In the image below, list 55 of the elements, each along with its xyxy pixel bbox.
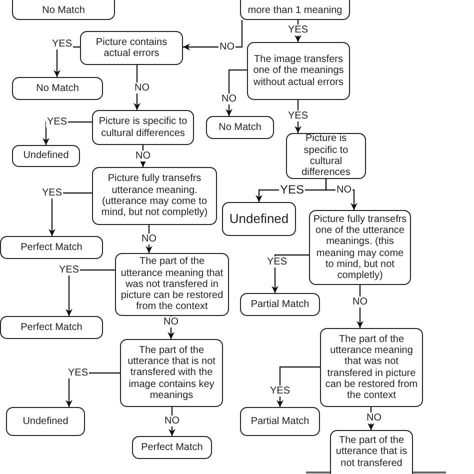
process-box: Perfect Match — [132, 436, 212, 459]
edge-label: YES — [287, 110, 309, 122]
edge-label: NO — [336, 184, 352, 196]
arrow — [66, 269, 115, 316]
process-box: The part of the utterance that is not transfered with the image contains key meanings — [120, 339, 223, 407]
process-box: Undefined — [222, 202, 296, 236]
arrow — [134, 65, 140, 110]
process-box: Undefined — [6, 407, 85, 436]
edge-label: YES — [46, 116, 68, 128]
edge-label: NO — [140, 234, 158, 244]
edge-label: NO — [366, 412, 382, 424]
process-box: Picture fully transefrs one of the utterance meanings. (this meaning may come to mind, but not completly) — [309, 210, 411, 285]
edge-label: NO — [218, 42, 236, 52]
process-box: Undefined — [12, 145, 80, 167]
process-box: No Match — [12, 0, 115, 20]
process-box: Picture fully transefrs utterance meaning. (utterance may come to mind, but not completly) — [92, 167, 217, 225]
arrow — [42, 121, 92, 145]
process-box: The part of the utterance meaning that was not transfered in picture can be restored from the context — [320, 328, 423, 407]
edge-label: NO — [134, 150, 152, 162]
process-box: Picture contains actual errors — [80, 31, 183, 65]
edge-label: NO — [352, 296, 368, 308]
edge-label: NO — [220, 94, 238, 104]
process-box: No Match — [206, 116, 274, 139]
edge-label: YES — [287, 24, 309, 36]
process-box: The part of the utterance that is not transfered — [330, 430, 413, 474]
process-box: The image transfers one of the meanings without actual errors — [247, 42, 350, 100]
edge-label: YES — [269, 386, 291, 396]
edge-label: NO — [162, 316, 180, 328]
process-box: Partial Match — [240, 293, 320, 316]
arrow — [276, 366, 320, 407]
arrow — [66, 372, 120, 407]
arrow — [226, 69, 247, 116]
process-box: Picture is specific to cultural differences — [92, 110, 194, 145]
arrow — [146, 225, 152, 253]
arrow — [48, 192, 92, 236]
arrow — [356, 285, 364, 328]
arrow — [54, 46, 80, 77]
arrow — [183, 20, 243, 50]
edge-label: YES — [266, 256, 288, 268]
process-box: Picture is specific to cultural differences — [286, 133, 366, 179]
process-box: No Match — [12, 77, 103, 100]
edge-label: YES — [67, 368, 89, 378]
edge-label: NO — [134, 82, 150, 94]
process-box: Perfect Match — [0, 236, 103, 259]
edge-label: YES — [51, 38, 73, 50]
arrow — [168, 407, 176, 436]
process-box: Perfect Match — [0, 316, 103, 339]
process-box: more than 1 meaning — [240, 0, 350, 20]
process-box: The part of the utterance meaning that was not transfered in picture can be restored from the context — [115, 253, 229, 316]
edge-label: YES — [41, 188, 63, 198]
edge-label: YES — [279, 183, 305, 197]
arrow — [272, 254, 309, 293]
process-box: Partial Match — [240, 407, 320, 436]
edge-label: NO — [164, 416, 180, 426]
edge-label: YES — [58, 264, 80, 276]
